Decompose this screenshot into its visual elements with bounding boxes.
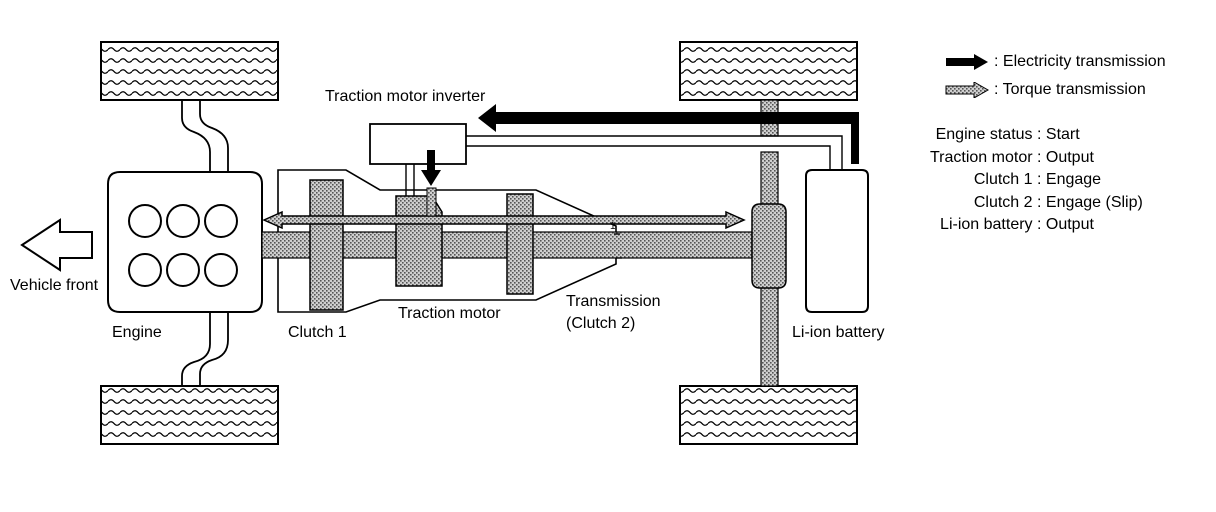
status-key: Clutch 1 xyxy=(973,171,1033,188)
status-key: Engine status xyxy=(935,126,1033,143)
tire-rear-right xyxy=(679,385,858,445)
tire-front-right xyxy=(679,41,858,101)
status-value: Start xyxy=(1045,126,1080,143)
legend-torque-label: : Torque transmission xyxy=(994,81,1146,98)
traction-motor-inverter-label: Traction motor inverter xyxy=(325,88,486,105)
differential xyxy=(751,203,787,289)
tire-rear-left xyxy=(100,385,279,445)
engine xyxy=(107,171,263,313)
engine-cylinders xyxy=(128,204,238,287)
status-key: Traction motor xyxy=(930,148,1033,166)
torque-transmission-arrow xyxy=(262,210,746,230)
status-separator: : xyxy=(1032,171,1046,188)
status-row: Clutch 1 : Engage xyxy=(930,169,1143,192)
electricity-transmission-arrow xyxy=(478,104,859,164)
status-key: Li-ion battery xyxy=(940,216,1033,233)
traction-motor-inverter xyxy=(369,123,467,165)
transmission-label: Transmission xyxy=(566,293,661,310)
li-ion-battery xyxy=(805,169,869,313)
legend-electricity-label: : Electricity transmission xyxy=(994,53,1166,70)
transmission-housing xyxy=(277,169,617,313)
status-row: Clutch 2 : Engage (Slip) xyxy=(930,192,1143,215)
clutch2-disc xyxy=(506,193,534,295)
status-value: Engage xyxy=(1045,171,1102,188)
status-row: Traction motor : Output xyxy=(930,147,1143,170)
leader-lines xyxy=(614,233,622,259)
status-row: Engine status : Start xyxy=(930,124,1143,147)
status-separator: : xyxy=(1032,216,1046,233)
status-value: Output xyxy=(1045,148,1094,166)
clutch1-disc xyxy=(309,179,344,311)
status-value: Output xyxy=(1045,216,1094,233)
electricity-arrow-icon xyxy=(946,54,988,70)
legend-torque: : Torque transmission xyxy=(944,76,1166,104)
torque-arrow-icon xyxy=(945,82,990,98)
power-cables xyxy=(405,135,843,196)
status-separator: : xyxy=(1032,126,1046,143)
li-ion-battery-label: Li-ion battery xyxy=(792,324,885,341)
legend: : Electricity transmission : Torque tran… xyxy=(944,48,1166,104)
status-row: Li-ion battery : Output xyxy=(930,214,1143,237)
vehicle-front-arrow-icon xyxy=(20,218,93,272)
tire-front-left xyxy=(100,41,279,101)
engine-label: Engine xyxy=(112,324,162,341)
front-axle-links xyxy=(181,100,229,386)
status-separator: : xyxy=(1032,193,1046,211)
clutch1-label: Clutch 1 xyxy=(288,324,347,341)
legend-electricity: : Electricity transmission xyxy=(944,48,1166,76)
status-value: Engage (Slip) xyxy=(1045,193,1143,211)
status-separator: : xyxy=(1032,148,1046,166)
status-key: Clutch 2 xyxy=(973,193,1033,211)
electricity-arrow-to-motor xyxy=(421,150,441,217)
shaft-marker-label: 1 xyxy=(610,221,616,232)
vehicle-front-label: Vehicle front xyxy=(10,277,99,294)
clutch2-label: (Clutch 2) xyxy=(566,315,636,332)
traction-motor-label: Traction motor xyxy=(398,305,501,322)
